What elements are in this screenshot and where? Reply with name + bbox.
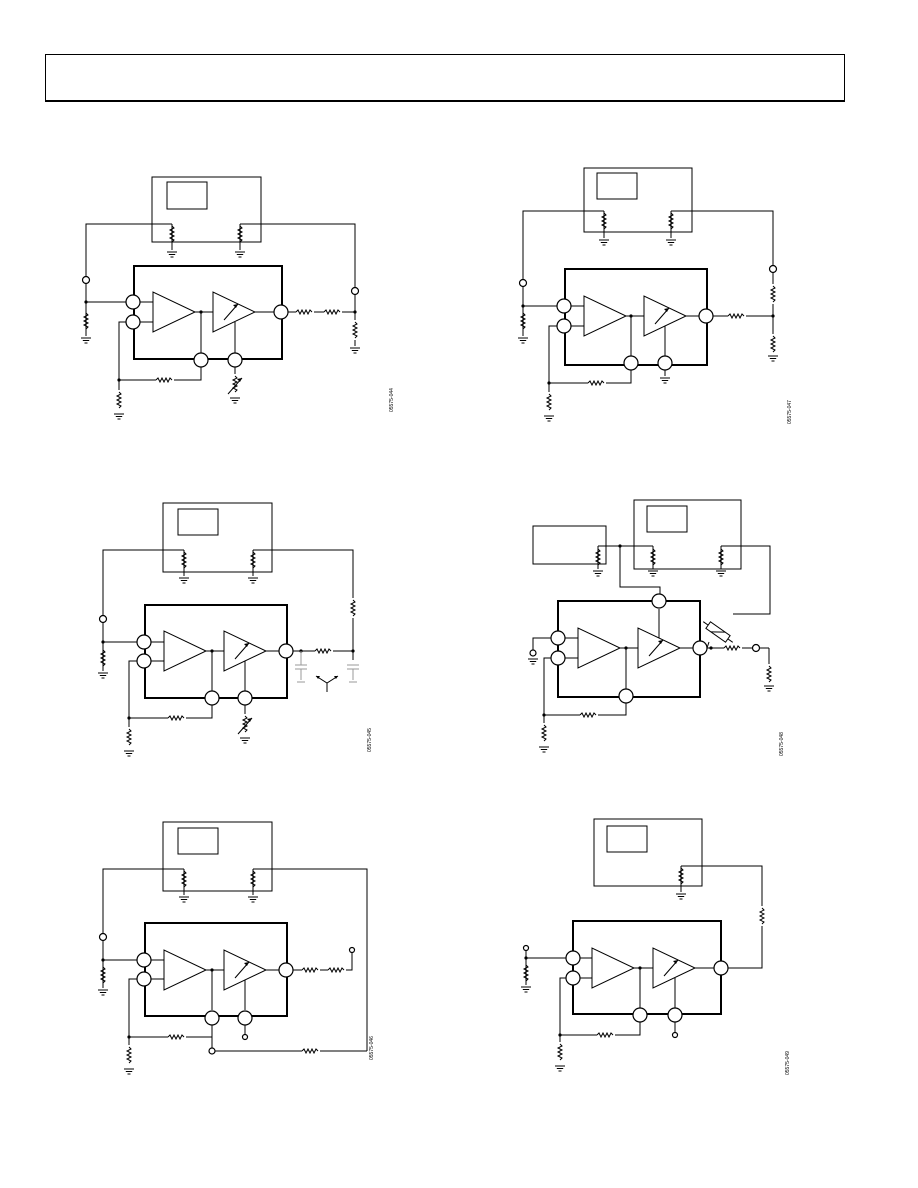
figure-e-instrument-box — [162, 821, 273, 892]
figure-c-pin-output — [278, 643, 294, 659]
figure-e-pin-output — [278, 962, 294, 978]
figure-f-pin-feedback — [632, 1007, 648, 1023]
figure-b-pin-input-pos — [556, 298, 572, 314]
figure-c-instrument-box — [162, 502, 273, 573]
figure-a-pin-feedback — [193, 352, 209, 368]
figure-a-instrument-box — [151, 176, 262, 243]
figure-a-schematic: 05575-044 — [80, 176, 395, 420]
figure-e-pin-input-neg — [136, 971, 152, 987]
figure-f-pin-gain — [667, 1007, 683, 1023]
figure-b-instrument-box — [583, 167, 693, 233]
figure-e-pin-gain — [237, 1010, 253, 1026]
figure-f-code: 05575-049 — [785, 1051, 791, 1075]
figure-e-schematic: 05575-046 — [97, 821, 375, 1075]
page-header-box — [45, 54, 845, 102]
figure-f-instrument-display — [606, 825, 648, 853]
figure-d-pin-output — [692, 640, 708, 656]
figure-f-pin-output — [713, 960, 729, 976]
figure-a-pin-input-neg — [125, 314, 141, 330]
figure-d-pin-gain — [651, 593, 667, 609]
figure-d-pin-input-pos — [550, 630, 566, 646]
figure-f-pin-input-pos — [565, 950, 581, 966]
figure-c-code: 05575-045 — [367, 728, 373, 752]
figure-a-pin-output — [273, 304, 289, 320]
figure-f-instrument-box — [593, 818, 703, 887]
figure-d-pin-input-neg — [550, 650, 566, 666]
figure-d-probe-icon — [702, 621, 734, 643]
figure-f-pin-input-neg — [565, 970, 581, 986]
figure-a-instrument-display — [166, 181, 208, 210]
figure-f-schematic: 05575-049 — [520, 818, 791, 1075]
figure-c-pin-input-pos — [136, 634, 152, 650]
figure-d-instrument-display — [646, 505, 688, 533]
figure-e-code: 05575-046 — [369, 1036, 375, 1060]
figure-b-schematic: 05575-047 — [517, 167, 793, 424]
figure-d-code: 05575-048 — [779, 732, 785, 756]
figure-e-pin-input-pos — [136, 952, 152, 968]
figure-b-chip — [564, 268, 708, 366]
figure-b-code: 05575-047 — [787, 400, 793, 424]
figure-c-pin-input-neg — [136, 653, 152, 669]
figure-b-pin-feedback — [623, 355, 639, 371]
figure-d-pin-feedback — [618, 688, 634, 704]
figure-c-pin-feedback — [204, 690, 220, 706]
figure-b-pin-output — [698, 308, 714, 324]
figure-b-pin-input-neg — [556, 318, 572, 334]
figure-a-pin-input-pos — [125, 294, 141, 310]
figure-d-schematic: 05575-048 — [527, 499, 785, 756]
figure-b-instrument-display — [596, 172, 638, 200]
figure-c-pin-gain — [237, 690, 253, 706]
figure-d-generator-box — [532, 525, 607, 565]
figure-c-schematic: 05575-045 — [97, 502, 373, 757]
figure-e-pin-feedback — [204, 1010, 220, 1026]
figure-b-pin-gain — [657, 355, 673, 371]
figure-c-instrument-display — [177, 508, 219, 536]
figure-a-code: 05575-044 — [389, 388, 395, 412]
figure-e-instrument-display — [177, 827, 219, 855]
figure-a-pin-gain — [227, 352, 243, 368]
figure-d-instrument-box — [633, 499, 742, 570]
